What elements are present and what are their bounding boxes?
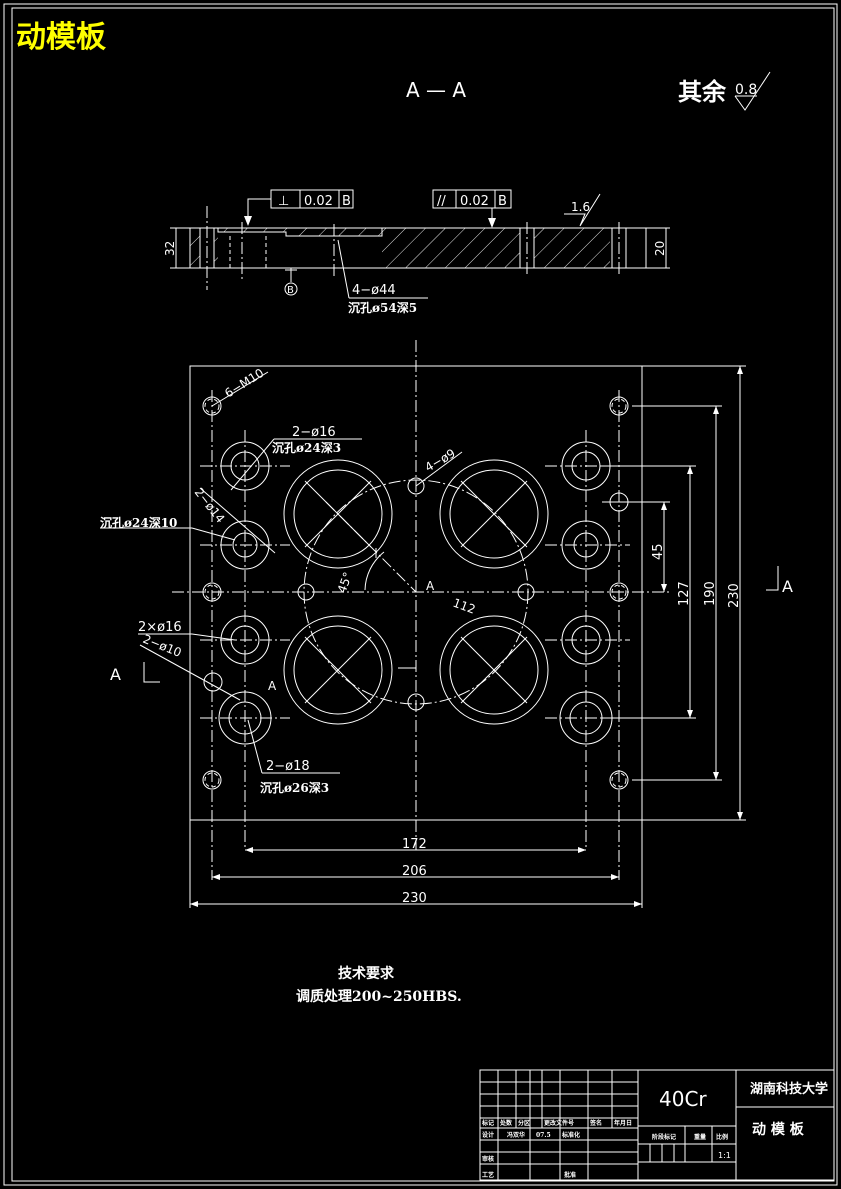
hole-label: A (268, 679, 277, 693)
svg-text:重量: 重量 (694, 1133, 706, 1141)
roughness-symbol-icon (734, 71, 771, 111)
svg-text:标记: 标记 (481, 1119, 494, 1127)
svg-text:1.6: 1.6 (571, 200, 590, 214)
horizontal-dimensions: 172 206 230 (189, 820, 643, 908)
svg-text:07.5: 07.5 (536, 1132, 551, 1139)
svg-text:签名: 签名 (589, 1119, 602, 1127)
svg-text:沉孔ø26深3: 沉孔ø26深3 (260, 780, 329, 795)
svg-text:年月日: 年月日 (614, 1119, 632, 1127)
svg-text:172: 172 (402, 837, 427, 852)
svg-text:B: B (498, 194, 507, 209)
hole-callout: 4−ø44 沉孔ø54深5 (337, 239, 428, 315)
pocket-bottom-left (283, 615, 393, 725)
callout-2x16: 2×ø16 (138, 620, 236, 641)
scale-label: 1:1 (718, 1151, 731, 1160)
svg-text:0.02: 0.02 (460, 194, 489, 209)
tech-requirements: 技术要求 调质处理200~250HBS. (296, 965, 462, 1005)
inner-frame (11, 7, 835, 1182)
surface-finish-note: 其余 0.8 (678, 71, 771, 111)
pocket-bottom-right (439, 615, 549, 725)
svg-text:B: B (287, 285, 294, 296)
surface-finish-value: 0.8 (735, 82, 757, 98)
svg-text:32: 32 (163, 241, 177, 256)
callout-m10: 6−M10 (211, 366, 269, 407)
svg-text:沉孔ø24深10: 沉孔ø24深10 (100, 515, 177, 530)
callout-cb24: 沉孔ø24深10 (100, 515, 236, 541)
radius-112-label: 112 (451, 596, 477, 617)
tech-line1: 调质处理200~250HBS. (296, 988, 462, 1005)
svg-text:230: 230 (402, 891, 427, 906)
svg-text:A: A (782, 577, 793, 596)
callout-18-counterbore: 2−ø18 沉孔ø26深3 (247, 719, 340, 795)
svg-text:0.02: 0.02 (304, 194, 333, 209)
svg-text:6−M10: 6−M10 (222, 366, 266, 401)
svg-text:分区: 分区 (518, 1119, 530, 1127)
svg-text:标准化: 标准化 (561, 1131, 580, 1139)
svg-text:2×ø16: 2×ø16 (138, 620, 182, 635)
roughness-1-6: 1.6 (564, 193, 601, 227)
svg-text:230: 230 (727, 583, 742, 608)
perpendicularity-tolerance: ⊥ 0.02 B (244, 189, 354, 226)
svg-text:190: 190 (703, 581, 718, 606)
parallelism-tolerance: // 0.02 B (432, 189, 512, 228)
part-name-label: 动 模 板 (752, 1121, 805, 1138)
svg-text:A: A (110, 665, 121, 684)
svg-text:处数: 处数 (499, 1119, 513, 1127)
material-label: 40Cr (659, 1087, 707, 1111)
svg-text:2−ø18: 2−ø18 (266, 759, 310, 774)
svg-text:⊥: ⊥ (278, 194, 289, 209)
svg-text:B: B (342, 194, 351, 209)
svg-text:127: 127 (677, 581, 692, 606)
section-mark-left: A (110, 662, 160, 684)
svg-text:206: 206 (402, 864, 427, 879)
svg-text:工艺: 工艺 (482, 1171, 494, 1179)
svg-text:沉孔ø24深3: 沉孔ø24深3 (272, 440, 341, 455)
center-label: A (426, 579, 435, 593)
vertical-dimensions: 45 127 190 230 (600, 365, 746, 821)
svg-text:2−ø14: 2−ø14 (192, 485, 228, 525)
tech-heading: 技术要求 (338, 965, 395, 982)
svg-text:更改文件号: 更改文件号 (544, 1119, 574, 1127)
thickness-dims: 32 20 (163, 227, 670, 269)
pocket-top-right (439, 459, 549, 569)
svg-text://: // (437, 194, 446, 209)
school-label: 湖南科技大学 (750, 1081, 828, 1097)
svg-text:2−ø10: 2−ø10 (141, 632, 184, 660)
svg-text:审核: 审核 (482, 1155, 494, 1163)
section-mark-right: A (766, 566, 793, 596)
title-block: 40Cr 湖南科技大学 动 模 板 1:1 标记 处数 分区 更改文件号 签名 … (479, 1069, 835, 1181)
svg-text:冯双华: 冯双华 (507, 1131, 525, 1139)
svg-text:45: 45 (651, 543, 666, 560)
svg-text:20: 20 (653, 241, 667, 256)
outer-frame (3, 3, 838, 1186)
angle-45-label: 45° (335, 570, 355, 595)
svg-text:设计: 设计 (482, 1131, 494, 1139)
callout-9: 4−ø9 (415, 446, 463, 487)
surface-finish-label: 其余 (678, 77, 727, 106)
svg-text:4−ø9: 4−ø9 (423, 446, 458, 474)
section-label: A — A (406, 78, 466, 102)
svg-text:4−ø44: 4−ø44 (352, 283, 396, 298)
callout-16-counterbore: 2−ø16 沉孔ø24深3 (230, 425, 362, 491)
svg-text:沉孔ø54深5: 沉孔ø54深5 (348, 300, 417, 315)
plan-view: 45° 112 A A 6−M10 2−ø16 沉孔ø24深3 4−ø9 2−ø… (100, 340, 793, 908)
section-view: ⊥ 0.02 B // 0.02 B 1.6 32 (163, 189, 670, 315)
datum-b: B (284, 268, 298, 296)
svg-text:2−ø16: 2−ø16 (292, 425, 336, 440)
svg-text:阶段标记: 阶段标记 (652, 1133, 676, 1141)
drawing-title: 动模板 (16, 20, 106, 55)
svg-text:比例: 比例 (716, 1133, 728, 1141)
svg-text:批准: 批准 (564, 1171, 576, 1179)
